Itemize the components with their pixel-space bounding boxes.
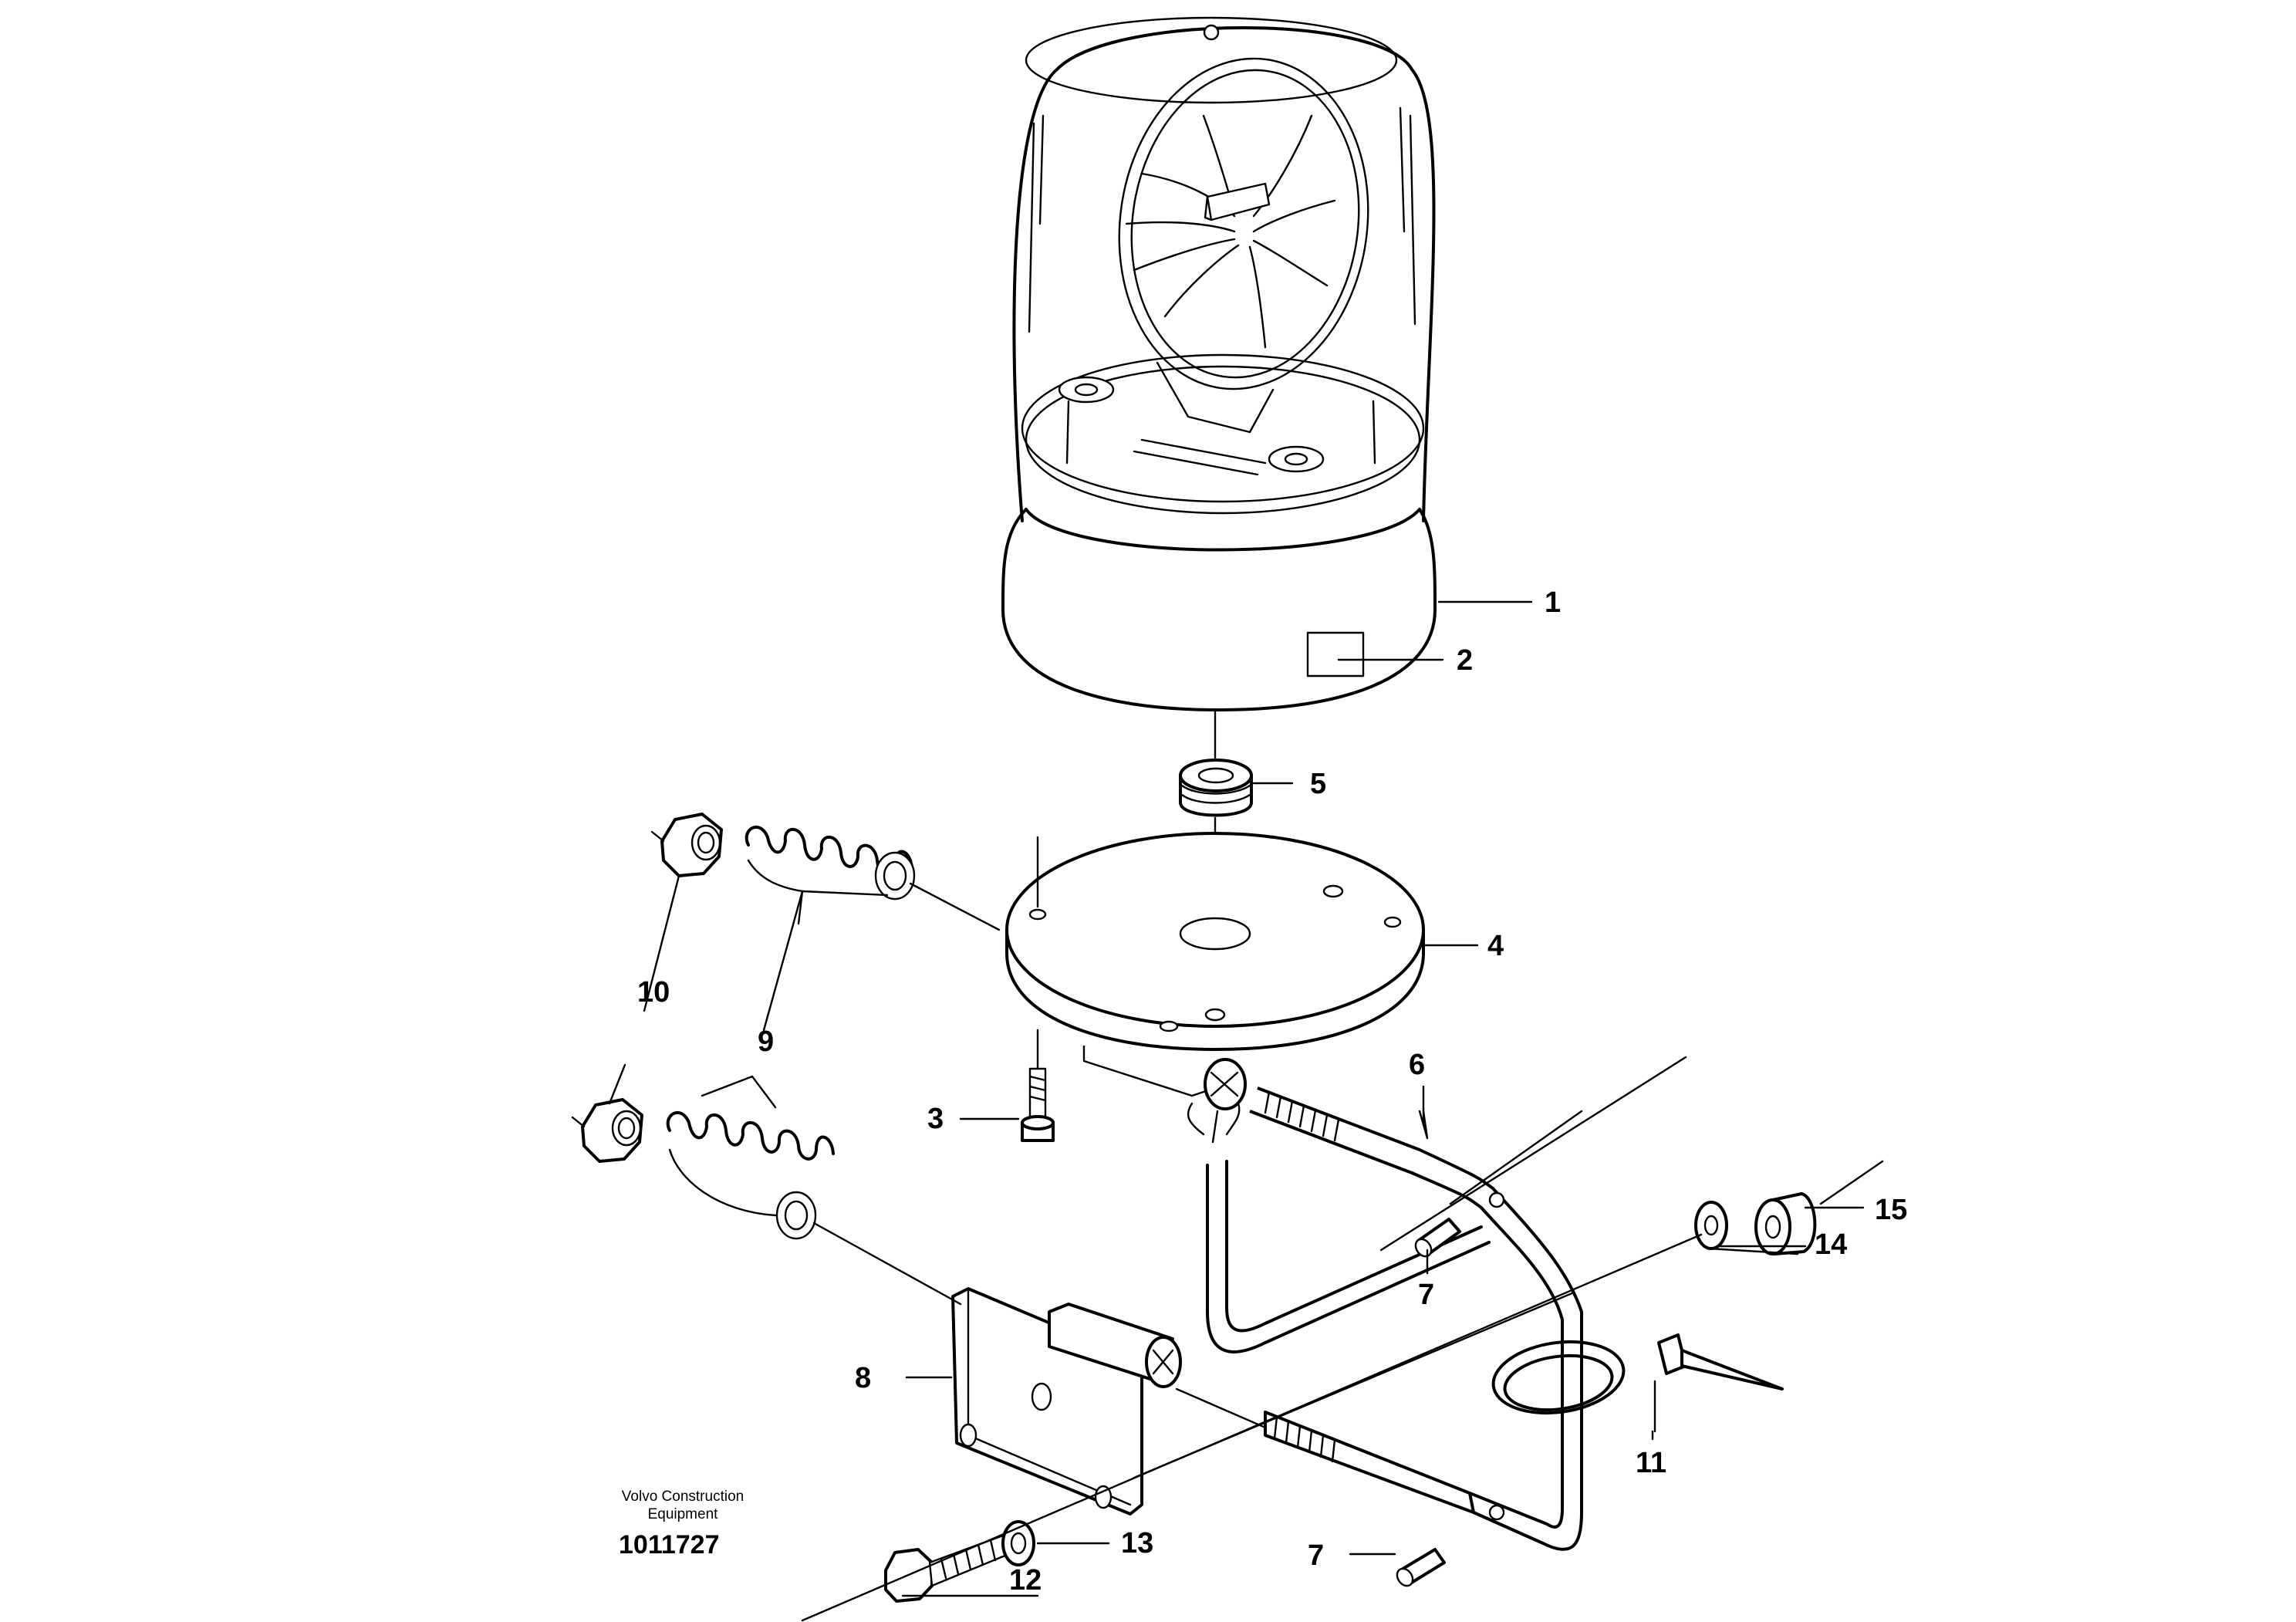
washer-14 (1694, 1201, 1728, 1250)
callout-12: 12 (1009, 1564, 1042, 1597)
nut-10-lower (571, 1098, 643, 1163)
company-name-line1: Volvo Construction (622, 1489, 744, 1505)
callout-numbers: 1 2 3 4 5 6 7 7 8 9 10 11 12 13 14 15 (637, 586, 1907, 1597)
callout-3: 3 (927, 1103, 944, 1135)
grommet (1179, 708, 1253, 928)
callout-9: 9 (758, 1026, 774, 1058)
callout-15: 15 (1875, 1194, 1907, 1226)
footer-block: Volvo Construction Equipment 1011727 (619, 1489, 744, 1559)
pin-7-lower (1396, 1504, 1505, 1587)
leader-lines (608, 600, 1865, 1622)
spring-9-lower (666, 1111, 962, 1306)
bolt-12 (884, 1534, 1008, 1603)
rotating-beacon (1001, 16, 1437, 711)
mounting-plate (1005, 832, 1425, 1051)
callout-4: 4 (1487, 930, 1504, 962)
callout-1: 1 (1545, 586, 1561, 619)
nut-10-upper (650, 813, 723, 877)
callout-6: 6 (1409, 1049, 1425, 1081)
callout-2: 2 (1457, 644, 1473, 677)
callout-14: 14 (1815, 1228, 1847, 1261)
cable-tie (1491, 1333, 1784, 1433)
u-bracket (1082, 1046, 1687, 1551)
company-name-line2: Equipment (648, 1506, 719, 1522)
callout-8: 8 (855, 1362, 871, 1394)
spacer-15 (1754, 1160, 1884, 1255)
callout-7-lower: 7 (1308, 1539, 1324, 1572)
washer-13 (1001, 1520, 1035, 1566)
drawing-number: 1011727 (619, 1530, 720, 1559)
clamp-plate (951, 1287, 1182, 1516)
callout-7-upper: 7 (1418, 1279, 1434, 1311)
callout-10: 10 (637, 976, 670, 1009)
callout-5: 5 (1310, 768, 1326, 800)
callout-11: 11 (1636, 1447, 1666, 1479)
spring-9-upper (745, 826, 1001, 931)
screw-3 (1021, 1029, 1055, 1142)
callout-13: 13 (1121, 1527, 1153, 1559)
